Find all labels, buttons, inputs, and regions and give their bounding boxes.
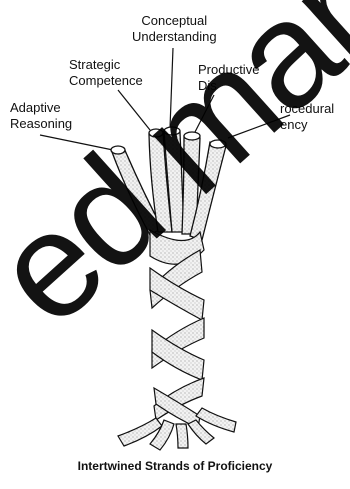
label-line: Reasoning xyxy=(10,116,72,132)
diagram-caption: Intertwined Strands of Proficiency xyxy=(0,459,350,473)
label-adaptive-reasoning: Adaptive Reasoning xyxy=(10,100,72,132)
label-line: Adaptive xyxy=(10,100,72,116)
braid-body xyxy=(150,230,204,428)
leader-productive xyxy=(195,95,214,132)
label-conceptual-understanding: Conceptual Understanding xyxy=(132,13,217,45)
leader-adaptive xyxy=(40,135,113,150)
label-line: rocedural xyxy=(280,101,334,117)
label-strategic-competence: Strategic Competence xyxy=(69,57,143,89)
label-productive-disposition: Productive Dis xyxy=(198,62,259,94)
leader-conceptual xyxy=(170,48,173,128)
label-line: ency xyxy=(280,117,334,133)
label-line: Strategic xyxy=(69,57,143,73)
leader-strategic xyxy=(118,90,150,130)
strand-ends-top xyxy=(111,127,226,240)
label-procedural-fluency: rocedural ency xyxy=(280,101,334,133)
label-line: Conceptual xyxy=(132,13,217,29)
label-line: Understanding xyxy=(132,29,217,45)
label-line: Productive xyxy=(198,62,259,78)
label-line: Dis xyxy=(198,78,259,94)
label-line: Competence xyxy=(69,73,143,89)
